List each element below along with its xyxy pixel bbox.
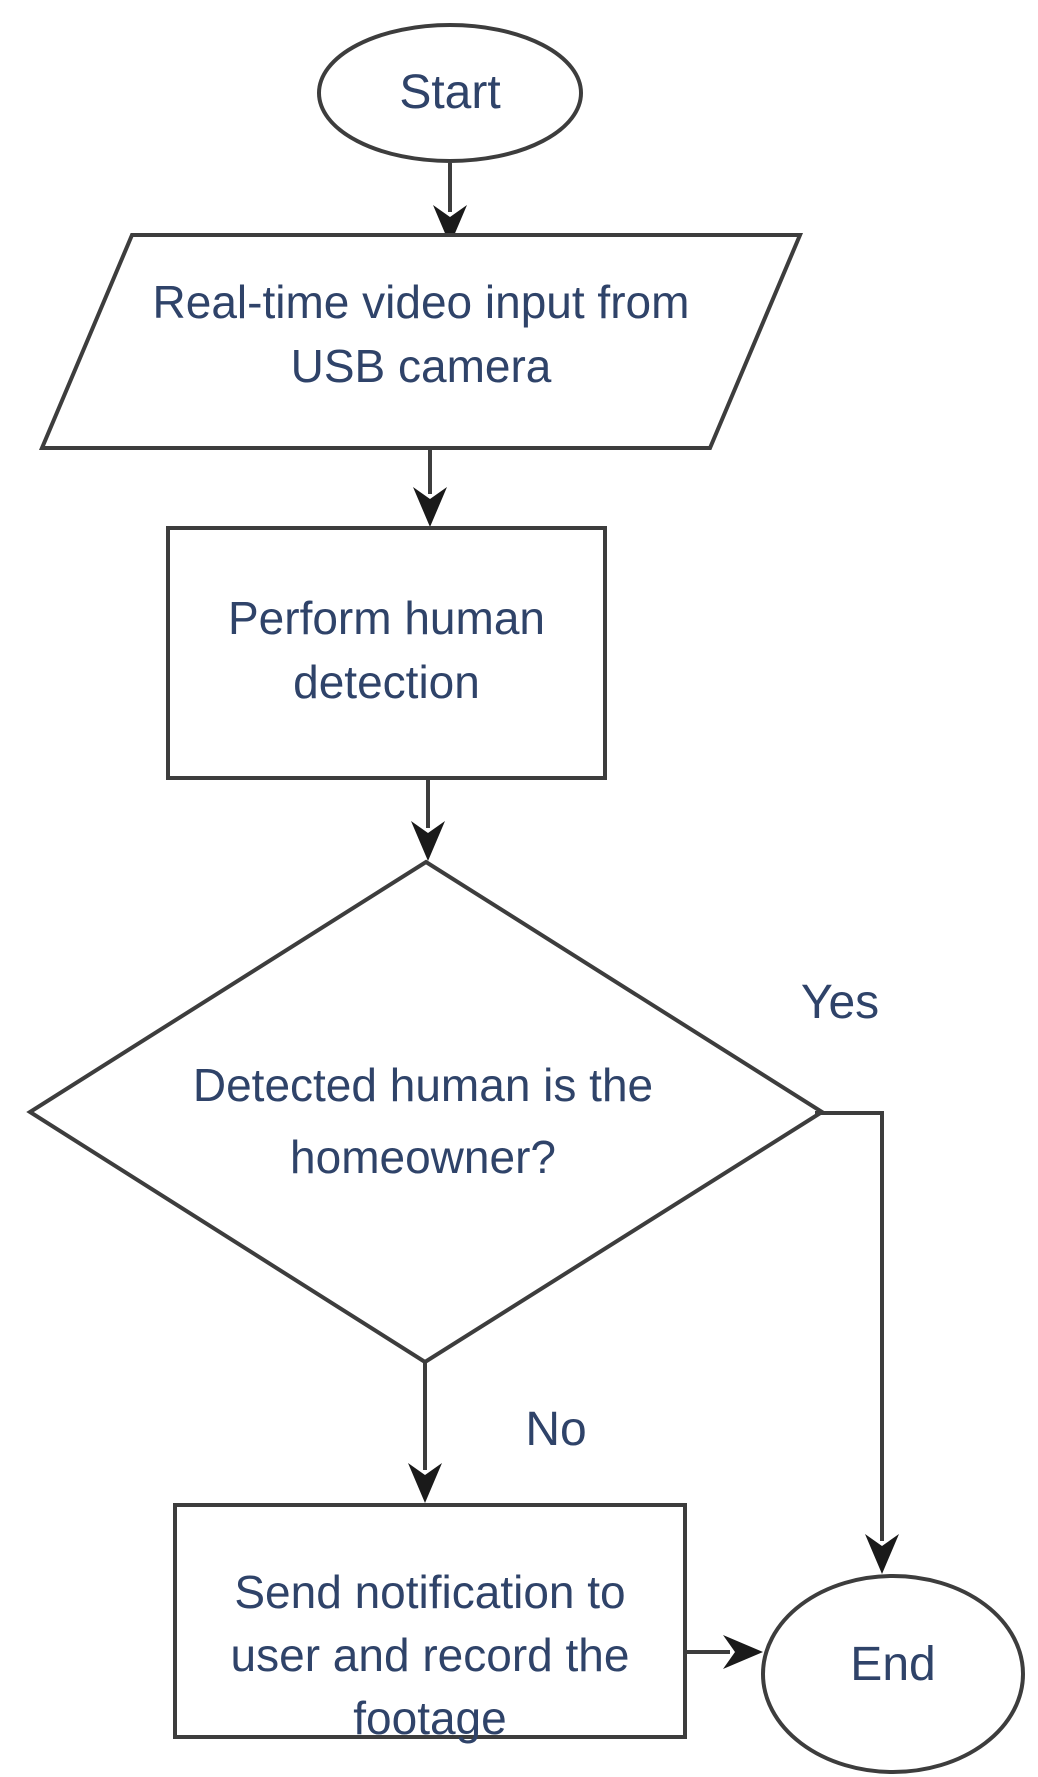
yes-branch-label: Yes bbox=[800, 976, 880, 1029]
human-detection-node-label: Perform human detection bbox=[168, 586, 605, 714]
end-node-label: End bbox=[850, 1638, 936, 1691]
arrowhead-no-to-notify-icon bbox=[408, 1463, 442, 1503]
arrowhead-detect-to-decision-icon bbox=[411, 821, 445, 861]
send-notification-node-label: Send notification to user and record the… bbox=[180, 1561, 680, 1750]
arrowhead-yes-to-end-icon bbox=[865, 1534, 899, 1574]
human-detection-label-line1: Perform human bbox=[227, 592, 545, 644]
send-notification-label-line2: user and record the bbox=[230, 1629, 630, 1681]
arrowhead-start-to-input-icon bbox=[433, 205, 467, 245]
homeowner-decision-label-line2: homeowner? bbox=[290, 1131, 556, 1183]
video-input-label-line2: USB camera bbox=[290, 340, 552, 392]
end-terminator-shape bbox=[761, 1574, 1025, 1774]
start-terminator-shape bbox=[317, 23, 583, 163]
video-input-parallelogram-shape bbox=[38, 233, 804, 450]
arrowhead-input-to-detect-icon bbox=[413, 487, 447, 527]
human-detection-process-shape bbox=[166, 526, 607, 780]
edge-decision-yes-to-end bbox=[815, 1111, 884, 1541]
human-detection-label-line2: detection bbox=[293, 656, 480, 708]
homeowner-decision-node-label: Detected human is the homeowner? bbox=[123, 1049, 723, 1193]
start-node-label: Start bbox=[399, 66, 501, 119]
homeowner-decision-label-line1: Detected human is the bbox=[192, 1059, 654, 1111]
no-branch-label: No bbox=[525, 1403, 587, 1456]
send-notification-process-shape bbox=[173, 1503, 687, 1739]
video-input-label-line1: Real-time video input from bbox=[152, 276, 690, 328]
video-input-node-label: Real-time video input from USB camera bbox=[91, 270, 751, 398]
arrowhead-notify-to-end-icon bbox=[723, 1635, 763, 1669]
send-notification-label-line1: Send notification to bbox=[234, 1566, 626, 1618]
send-notification-label-line3: footage bbox=[353, 1692, 507, 1744]
